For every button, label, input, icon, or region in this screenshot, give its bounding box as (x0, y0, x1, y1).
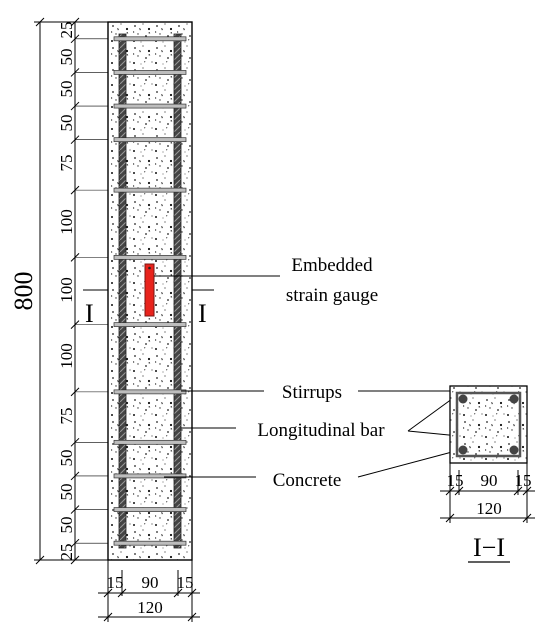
section-cut-left: I (83, 289, 108, 328)
stirrup (113, 540, 187, 546)
spacing-label: 50 (57, 484, 76, 501)
cross-section (449, 385, 528, 464)
spacing-label: 75 (57, 155, 76, 172)
spacing-labels: 25 50 50 50 75 100 100 100 75 50 50 50 2… (57, 22, 76, 561)
spacing-label: 50 (57, 450, 76, 467)
stirrup (113, 103, 187, 109)
total-height-label: 800 (9, 272, 38, 311)
section-bar (458, 394, 468, 404)
section-stirrup (455, 391, 522, 458)
section-cut-right: I (192, 289, 214, 328)
vertical-dimension-lines (34, 21, 110, 561)
section-width-label: 15 (515, 471, 532, 490)
total-dimension-tick (35, 555, 45, 565)
bottom-dimension-lines (98, 560, 200, 622)
concrete-label: Concrete (273, 470, 342, 491)
section-mark-right: I (198, 299, 207, 328)
bottom-width-label: 15 (107, 573, 124, 592)
spacing-label: 50 (57, 115, 76, 132)
total-dimension-tick (35, 17, 45, 27)
vertical-dimension-ticks (35, 17, 108, 565)
strain-gauge-dot (148, 266, 151, 270)
section-dimension-lines (440, 463, 535, 523)
stirrup (113, 389, 187, 395)
stirrups (113, 36, 187, 546)
section-title: I−I (473, 533, 505, 562)
bottom-width-label: 90 (142, 573, 159, 592)
stirrup (113, 36, 187, 42)
stirrup (113, 255, 187, 260)
gauge-label-line1: Embedded (291, 255, 373, 276)
stirrup (113, 187, 187, 193)
spacing-label: 50 (57, 517, 76, 534)
spacing-label: 25 (57, 544, 76, 561)
spacing-label: 25 (57, 22, 76, 39)
longitudinal-bar-right (173, 33, 182, 549)
stirrup (113, 507, 187, 512)
longitudinal-bar-label: Longitudinal bar (257, 420, 385, 441)
spacing-label: 100 (57, 209, 76, 235)
spacing-label: 100 (57, 277, 76, 303)
section-bar (509, 445, 519, 455)
stirrup (113, 439, 187, 445)
bottom-total-label: 120 (137, 598, 163, 617)
section-width-label: 15 (447, 471, 464, 490)
section-mark-left: I (85, 299, 94, 328)
spacing-label: 50 (57, 49, 76, 66)
gauge-label-line2: strain gauge (286, 285, 378, 306)
section-bar (509, 394, 519, 404)
stirrups-label: Stirrups (282, 382, 342, 403)
strain-gauge (144, 263, 155, 317)
longitudinal-bar-left (118, 33, 127, 549)
stirrup (113, 473, 187, 479)
section-total-label: 120 (476, 499, 502, 518)
section-bar (458, 445, 468, 455)
stirrup (113, 322, 187, 327)
stirrup (113, 70, 187, 75)
section-width-label: 90 (481, 471, 498, 490)
stirrup (113, 137, 187, 143)
spacing-label: 75 (57, 408, 76, 425)
spacing-label: 100 (57, 343, 76, 369)
bottom-width-label: 15 (177, 573, 194, 592)
spacing-label: 50 (57, 81, 76, 98)
column-elevation (107, 21, 193, 561)
